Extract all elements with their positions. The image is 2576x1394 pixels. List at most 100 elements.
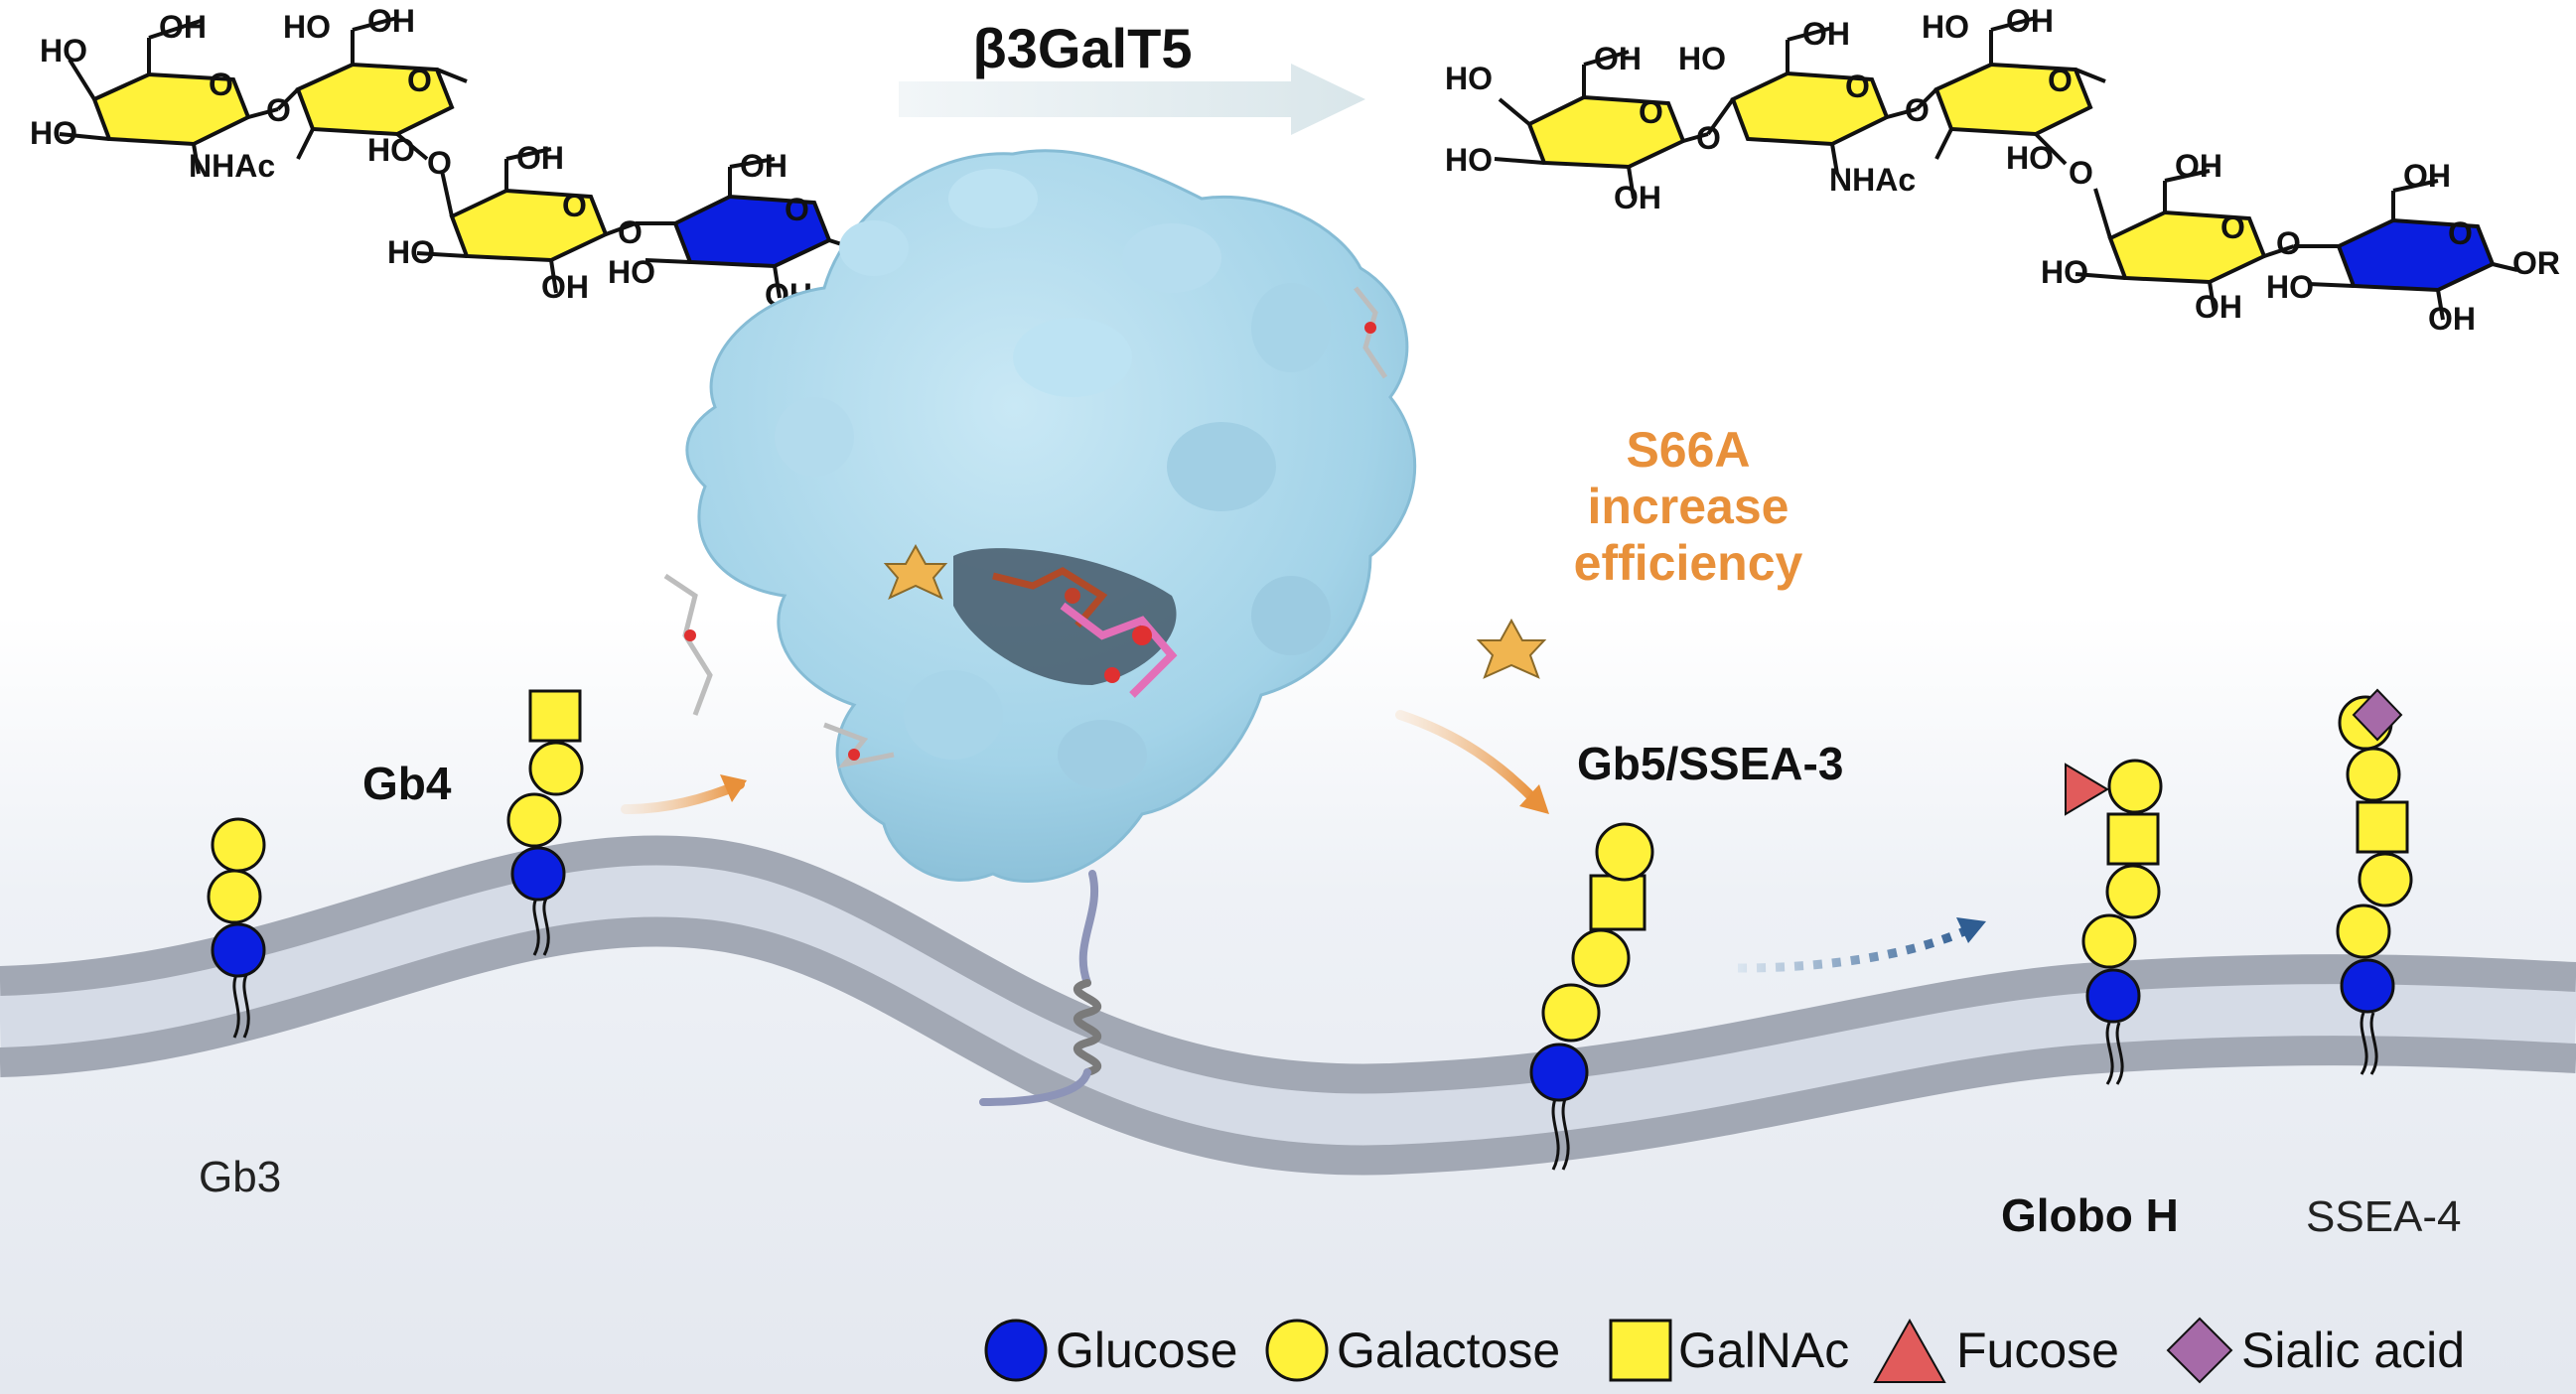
reaction-arrow <box>899 64 1365 135</box>
glycan-globo-h <box>2065 759 2163 1085</box>
galnac-residue <box>2106 812 2160 866</box>
globo-h-label: Globo H <box>2001 1189 2179 1241</box>
galnac-residue <box>528 689 582 743</box>
galactose-residue <box>2081 913 2137 969</box>
svg-text:HO: HO <box>1445 61 1493 96</box>
svg-text:OH: OH <box>740 148 787 184</box>
svg-text:OH: OH <box>2403 158 2451 194</box>
glucose-residue <box>2085 968 2141 1024</box>
arrow-enzyme-to-gb5 <box>1395 710 1539 804</box>
svg-text:O: O <box>2276 225 2301 261</box>
svg-text:O: O <box>2048 63 2073 98</box>
svg-text:O: O <box>266 92 291 128</box>
svg-text:HO: HO <box>367 132 415 168</box>
glucose-residue <box>1529 1043 1589 1102</box>
glucose-residue <box>2340 958 2395 1014</box>
legend-galnac-icon <box>1609 1319 1672 1382</box>
svg-text:HO: HO <box>283 9 331 45</box>
galactose-residue <box>528 741 584 796</box>
galactose-residue <box>1571 928 1631 988</box>
glucose-residue <box>211 922 266 978</box>
svg-text:HO: HO <box>1678 41 1726 76</box>
svg-text:OH: OH <box>1802 16 1850 52</box>
mutation-label-2: increase <box>1588 479 1789 534</box>
svg-text:OR: OR <box>2512 245 2560 281</box>
svg-text:HO: HO <box>2041 254 2088 290</box>
legend-fucose-icon <box>1873 1318 1946 1383</box>
galactose-residue <box>211 817 266 873</box>
glucose-residue <box>510 846 566 902</box>
galactose-residue <box>2346 747 2401 802</box>
enzyme-label: β3GalT5 <box>973 17 1193 79</box>
legend-galactose-icon <box>1265 1319 1329 1382</box>
svg-text:OH: OH <box>1614 180 1661 215</box>
cell-membrane <box>0 835 2576 1176</box>
svg-text:O: O <box>562 188 587 223</box>
glycan-gb5 <box>1529 822 1654 1171</box>
svg-text:OH: OH <box>541 269 589 305</box>
legend-glucose-label: Glucose <box>1056 1323 1237 1378</box>
svg-text:OH: OH <box>159 9 207 45</box>
s66a-star-marker <box>1476 618 1547 679</box>
svg-text:HO: HO <box>1445 142 1493 178</box>
galactose-residue <box>2107 759 2163 814</box>
svg-text:HO: HO <box>30 115 77 151</box>
substrate-structure <box>59 16 855 299</box>
svg-text:OH: OH <box>2428 301 2476 337</box>
mutation-label-1: S66A <box>1626 422 1750 478</box>
galactose-residue <box>506 792 562 848</box>
arrow-gb4-to-enzyme <box>621 779 745 814</box>
svg-text:HO: HO <box>40 33 87 69</box>
svg-text:O: O <box>1905 92 1930 128</box>
gb4-label: Gb4 <box>362 758 452 809</box>
svg-text:O: O <box>785 192 809 227</box>
svg-text:HO: HO <box>1922 9 1969 45</box>
legend-sialic-icon <box>2166 1317 2233 1384</box>
svg-text:O: O <box>2069 155 2093 191</box>
svg-text:O: O <box>2448 215 2473 251</box>
svg-text:O: O <box>2220 209 2245 245</box>
svg-text:OH: OH <box>2175 148 2222 184</box>
s66a-star-marker-protein <box>883 543 948 600</box>
svg-text:NHAc: NHAc <box>189 148 275 184</box>
svg-text:NHAc: NHAc <box>1829 162 1916 198</box>
galactose-residue <box>1541 983 1601 1043</box>
glycan-ssea4 <box>2336 688 2413 1075</box>
galnac-residue <box>1589 874 1646 931</box>
svg-text:O: O <box>1696 120 1721 156</box>
enzyme-protein-surface <box>685 149 1417 883</box>
sialic-acid-residue <box>2352 688 2403 742</box>
svg-text:OH: OH <box>516 140 564 176</box>
transmembrane-anchor <box>979 870 1101 1106</box>
legend-glucose-icon <box>984 1319 1048 1382</box>
product-atom-labels: HO OH O HO OH O HO OH O NHAc O HO OH O H… <box>1445 3 2560 337</box>
svg-text:OH: OH <box>2006 3 2054 39</box>
galactose-residue <box>2358 852 2413 907</box>
svg-text:HO: HO <box>387 234 435 270</box>
gb5-label: Gb5/SSEA-3 <box>1577 738 1843 789</box>
legend-fucose-label: Fucose <box>1956 1323 2119 1378</box>
svg-text:HO: HO <box>608 254 655 290</box>
glycan-gb3 <box>207 817 266 1039</box>
svg-text:O: O <box>618 214 643 250</box>
mutation-label-3: efficiency <box>1574 535 1803 591</box>
svg-text:OH: OH <box>367 3 415 39</box>
svg-text:O: O <box>407 63 432 98</box>
svg-text:OH: OH <box>1594 41 1642 76</box>
galactose-residue <box>2336 904 2391 959</box>
gb3-label: Gb3 <box>199 1153 281 1201</box>
svg-text:O: O <box>1639 94 1663 130</box>
svg-text:HO: HO <box>2266 269 2314 305</box>
galactose-residue <box>2105 864 2161 919</box>
legend-galactose-label: Galactose <box>1337 1323 1560 1378</box>
svg-text:O: O <box>209 67 233 102</box>
legend-galnac-label: GalNAc <box>1678 1323 1849 1378</box>
glycosylation-sticks <box>663 286 1388 768</box>
ssea4-label: SSEA-4 <box>2306 1192 2462 1241</box>
svg-text:O: O <box>1845 69 1870 104</box>
legend: Glucose Galactose GalNAc Fucose Sialic a… <box>984 1317 2465 1384</box>
svg-text:OH: OH <box>2195 289 2242 325</box>
product-structure <box>1494 16 2518 321</box>
